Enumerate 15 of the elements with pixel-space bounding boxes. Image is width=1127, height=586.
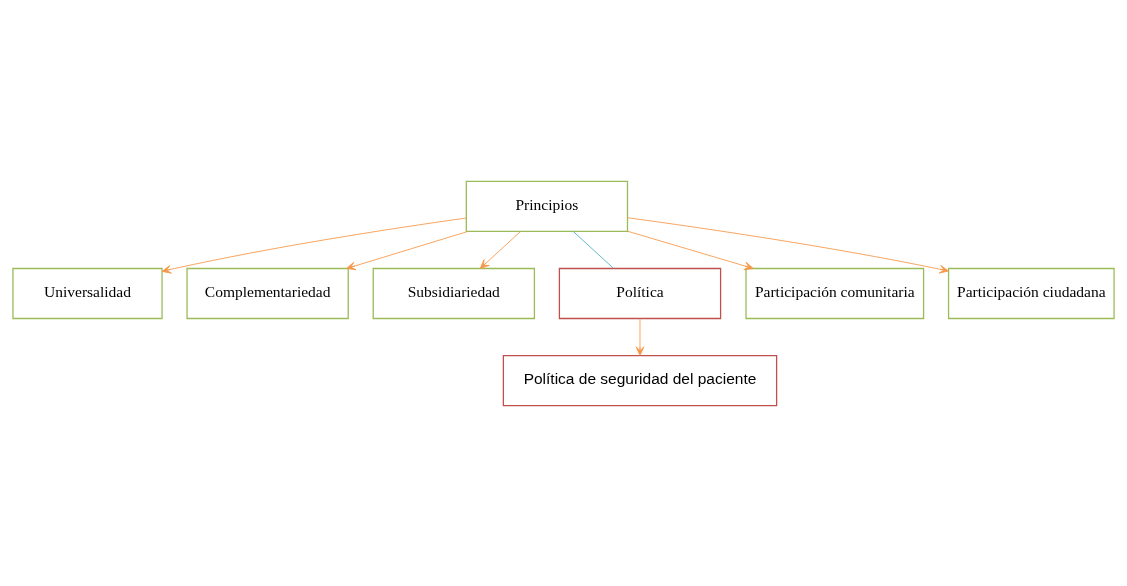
arrow	[161, 217, 467, 274]
node-box: Universalidad	[12, 267, 163, 319]
node-box: Participación comunitaria	[745, 267, 925, 319]
node-box: Complementariedad	[186, 267, 349, 319]
arrow	[627, 216, 949, 273]
arrow	[635, 317, 645, 356]
arrow	[627, 230, 754, 270]
node-box: Política de seguridad del paciente	[502, 354, 778, 406]
connector	[572, 230, 614, 269]
node-box: Principios	[465, 180, 629, 232]
node-box: Política	[558, 267, 722, 319]
arrow	[346, 230, 469, 270]
node-box: Subsidiariedad	[372, 267, 536, 319]
arrow	[479, 230, 521, 269]
node-box: Participación ciudadana	[947, 267, 1115, 319]
